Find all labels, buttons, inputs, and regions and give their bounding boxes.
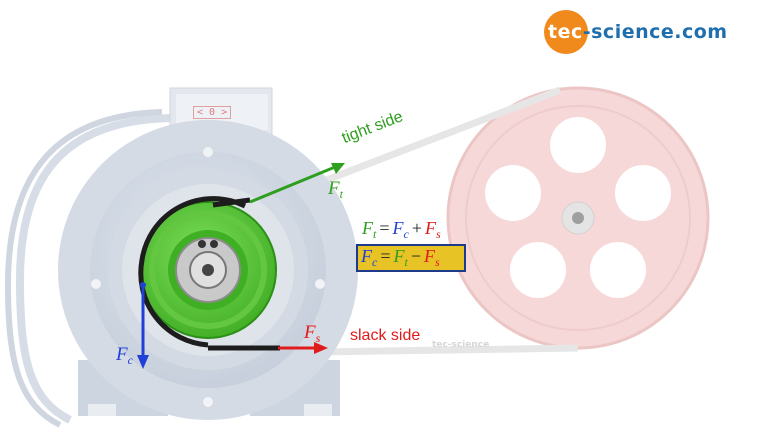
equation-term: Fs: [424, 218, 441, 241]
brand-part2: -science.com: [582, 21, 728, 43]
equation-term: Fc: [361, 246, 378, 269]
force-tight-label: Ft: [328, 178, 343, 201]
terminal-box-label: < 0 >: [193, 106, 232, 119]
equation-term: Fs: [423, 246, 440, 269]
force-slack-label: Fs: [304, 322, 321, 345]
equation-operator: =: [380, 246, 391, 266]
equation-operator: =: [379, 218, 390, 238]
equation-term: Ft: [362, 218, 377, 241]
slack-side-label: slack side: [350, 327, 421, 344]
belt-watermark: tec-science: [432, 340, 490, 350]
equation-tight: Ft=Fc+Fs: [362, 218, 441, 242]
brand-circle-icon: [544, 10, 588, 54]
equation-operator: +: [411, 218, 422, 238]
force-centrifugal-arrow: [137, 282, 149, 369]
equation-term: Ft: [393, 246, 408, 269]
belt: [138, 196, 280, 351]
equation-operator: −: [410, 246, 421, 266]
drive-pulley: [139, 201, 277, 339]
brand-logo: tec -science.com: [544, 10, 728, 54]
force-centrifugal-label: Fc: [116, 344, 133, 367]
equation-centrifugal-box: Fc=Ft−Fs: [356, 244, 466, 272]
force-tight-arrow: [249, 163, 345, 204]
driven-pulley: [446, 86, 710, 350]
equation-centrifugal: Fc=Ft−Fs: [361, 246, 440, 270]
equation-term: Fc: [392, 218, 409, 241]
force-slack-arrow: [278, 342, 328, 354]
brand-part1: tec: [548, 21, 583, 43]
